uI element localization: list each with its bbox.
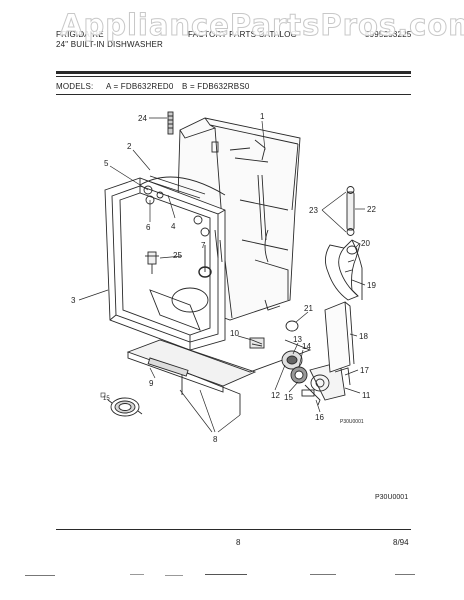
callout-15-inset: 15 <box>103 396 110 402</box>
callout-25: 25 <box>173 251 182 260</box>
hose-assembly <box>324 239 363 373</box>
scan-mark-4 <box>205 574 247 575</box>
callout-22: 22 <box>367 205 376 214</box>
callout-12: 12 <box>271 391 280 400</box>
callout-13: 13 <box>293 335 302 344</box>
callout-20: 20 <box>361 239 370 248</box>
callout-6: 6 <box>146 223 151 232</box>
model-b: B = FDB632RBS0 <box>182 82 250 91</box>
callout-8: 8 <box>213 435 218 444</box>
callout-15: 15 <box>284 393 293 402</box>
scan-mark-3 <box>165 575 183 576</box>
page-number: 8 <box>236 538 241 547</box>
callout-9: 9 <box>149 379 154 388</box>
callout-18: 18 <box>359 332 368 341</box>
callout-21: 21 <box>304 304 313 313</box>
callout-3: 3 <box>71 296 76 305</box>
callout-4: 4 <box>171 222 176 231</box>
callout-5: 5 <box>104 159 109 168</box>
door-frame <box>104 175 226 351</box>
leader-lines <box>78 117 366 433</box>
callout-16: 16 <box>315 413 324 422</box>
callout-7: 7 <box>201 241 206 250</box>
callout-14: 14 <box>302 342 311 351</box>
header-rule-thick <box>56 71 411 74</box>
diagram-code: P30U0001 <box>375 494 409 501</box>
product-title: 24" BUILT-IN DISHWASHER <box>56 40 164 49</box>
callout-labels: 1 2 3 4 5 6 7 8 9 10 11 12 13 14 15 16 1… <box>71 112 376 444</box>
part-number: 5995253225 <box>365 30 412 39</box>
nozzle-part <box>145 251 159 274</box>
callout-10: 10 <box>230 329 239 338</box>
callout-11: 11 <box>362 391 371 400</box>
catalog-title: FACTORY PARTS CATALOG <box>188 30 297 39</box>
models-rule <box>56 94 411 95</box>
tube-part <box>346 186 355 236</box>
scan-mark-6 <box>395 574 415 575</box>
base-plate <box>126 339 312 415</box>
model-a: A = FDB632RED0 <box>106 82 174 91</box>
callout-23: 23 <box>309 206 318 215</box>
brand-title: FRIGIDAIRE <box>56 30 104 39</box>
screw-part <box>167 111 174 135</box>
callout-17: 17 <box>360 366 369 375</box>
header-rule-thin <box>56 76 411 77</box>
watermark: AppliancePartsPros.com <box>59 8 464 43</box>
clamp-inset-frame <box>100 392 106 398</box>
callout-1: 1 <box>260 112 265 121</box>
callout-19: 19 <box>367 281 376 290</box>
scan-mark-1 <box>25 575 55 576</box>
clamp-part <box>107 397 143 417</box>
scan-mark-5 <box>310 574 336 575</box>
callout-24: 24 <box>138 114 147 123</box>
models-label: MODELS: <box>56 82 94 91</box>
pump-parts <box>249 337 351 406</box>
diagram-code-small: P30U0001 <box>340 419 364 425</box>
grommet-part <box>285 320 299 332</box>
callout-2: 2 <box>127 142 132 151</box>
footer-rule <box>56 529 411 530</box>
page-date: 8/94 <box>393 538 409 547</box>
scan-mark-2 <box>130 574 144 575</box>
